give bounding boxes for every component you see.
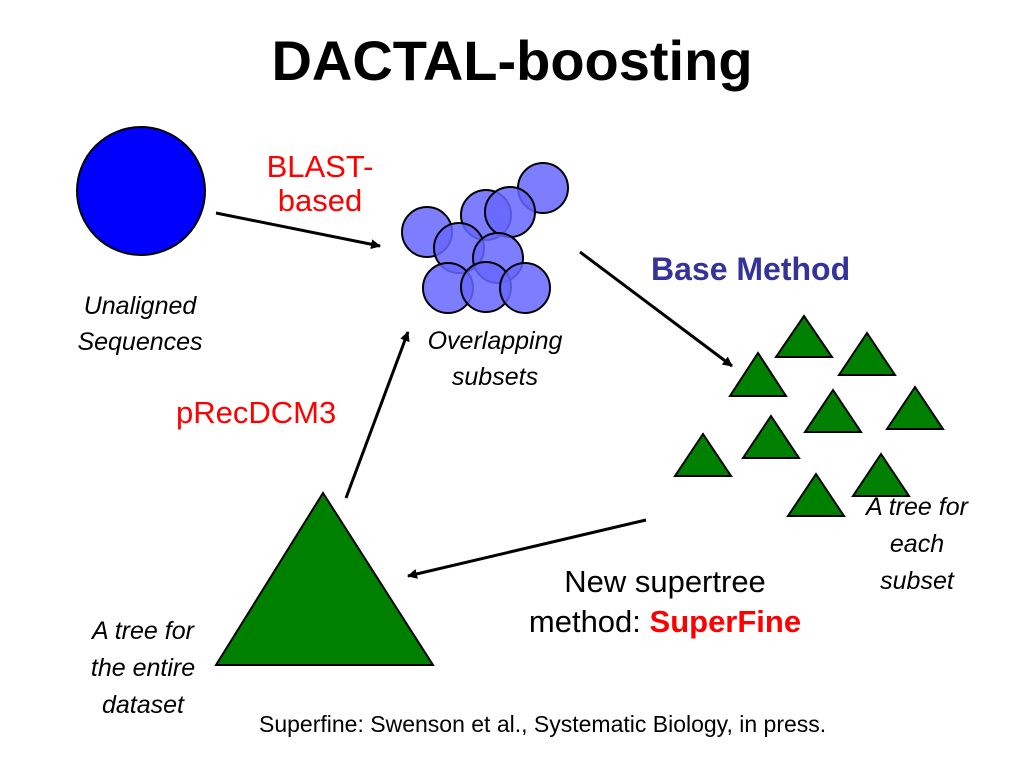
arrows	[215, 211, 733, 579]
overlapping-subsets-cluster	[401, 162, 569, 314]
subset-tree-triangle	[885, 385, 945, 430]
subset-tree-triangle	[803, 388, 863, 433]
subset-circle	[484, 186, 536, 238]
subset-circle	[499, 262, 551, 314]
arrow-sequences-to-subsets	[215, 211, 381, 250]
citation: Superfine: Swenson et al., Systematic Bi…	[259, 711, 827, 737]
arrow-subsets-to-trees	[579, 250, 733, 368]
tree-entire-dataset-label: A tree for the entire dataset	[90, 617, 196, 719]
entire-dataset-tree-triangle	[214, 491, 435, 666]
tree-each-subset-label: A tree for each subset	[866, 493, 968, 595]
unaligned-sequences-circle	[76, 126, 206, 256]
unaligned-sequences-label: Unaligned Sequences	[77, 292, 203, 356]
subset-tree-triangle	[673, 432, 733, 477]
supertree-method-label: New supertree method: SuperFine	[528, 564, 802, 639]
arrow-supertree-to-subsets	[344, 331, 410, 499]
subset-tree-triangle	[774, 314, 834, 358]
precdcm3-label: pRecDCM3	[176, 395, 337, 430]
slide-title: DACTAL-boosting	[271, 29, 753, 92]
superfine-emphasis: SuperFine	[649, 604, 802, 639]
base-method-label: Base Method	[651, 251, 851, 287]
arrow-trees-to-supertree	[407, 518, 647, 579]
subset-tree-triangle	[837, 331, 897, 376]
blast-based-label: BLAST- based	[266, 149, 374, 218]
subset-trees	[673, 314, 945, 517]
subset-tree-triangle	[786, 472, 846, 517]
subset-tree-triangle	[741, 414, 801, 459]
overlapping-subsets-label: Overlapping subsets	[427, 327, 563, 391]
subset-tree-triangle	[728, 351, 788, 397]
subset-tree-triangle	[851, 452, 911, 497]
